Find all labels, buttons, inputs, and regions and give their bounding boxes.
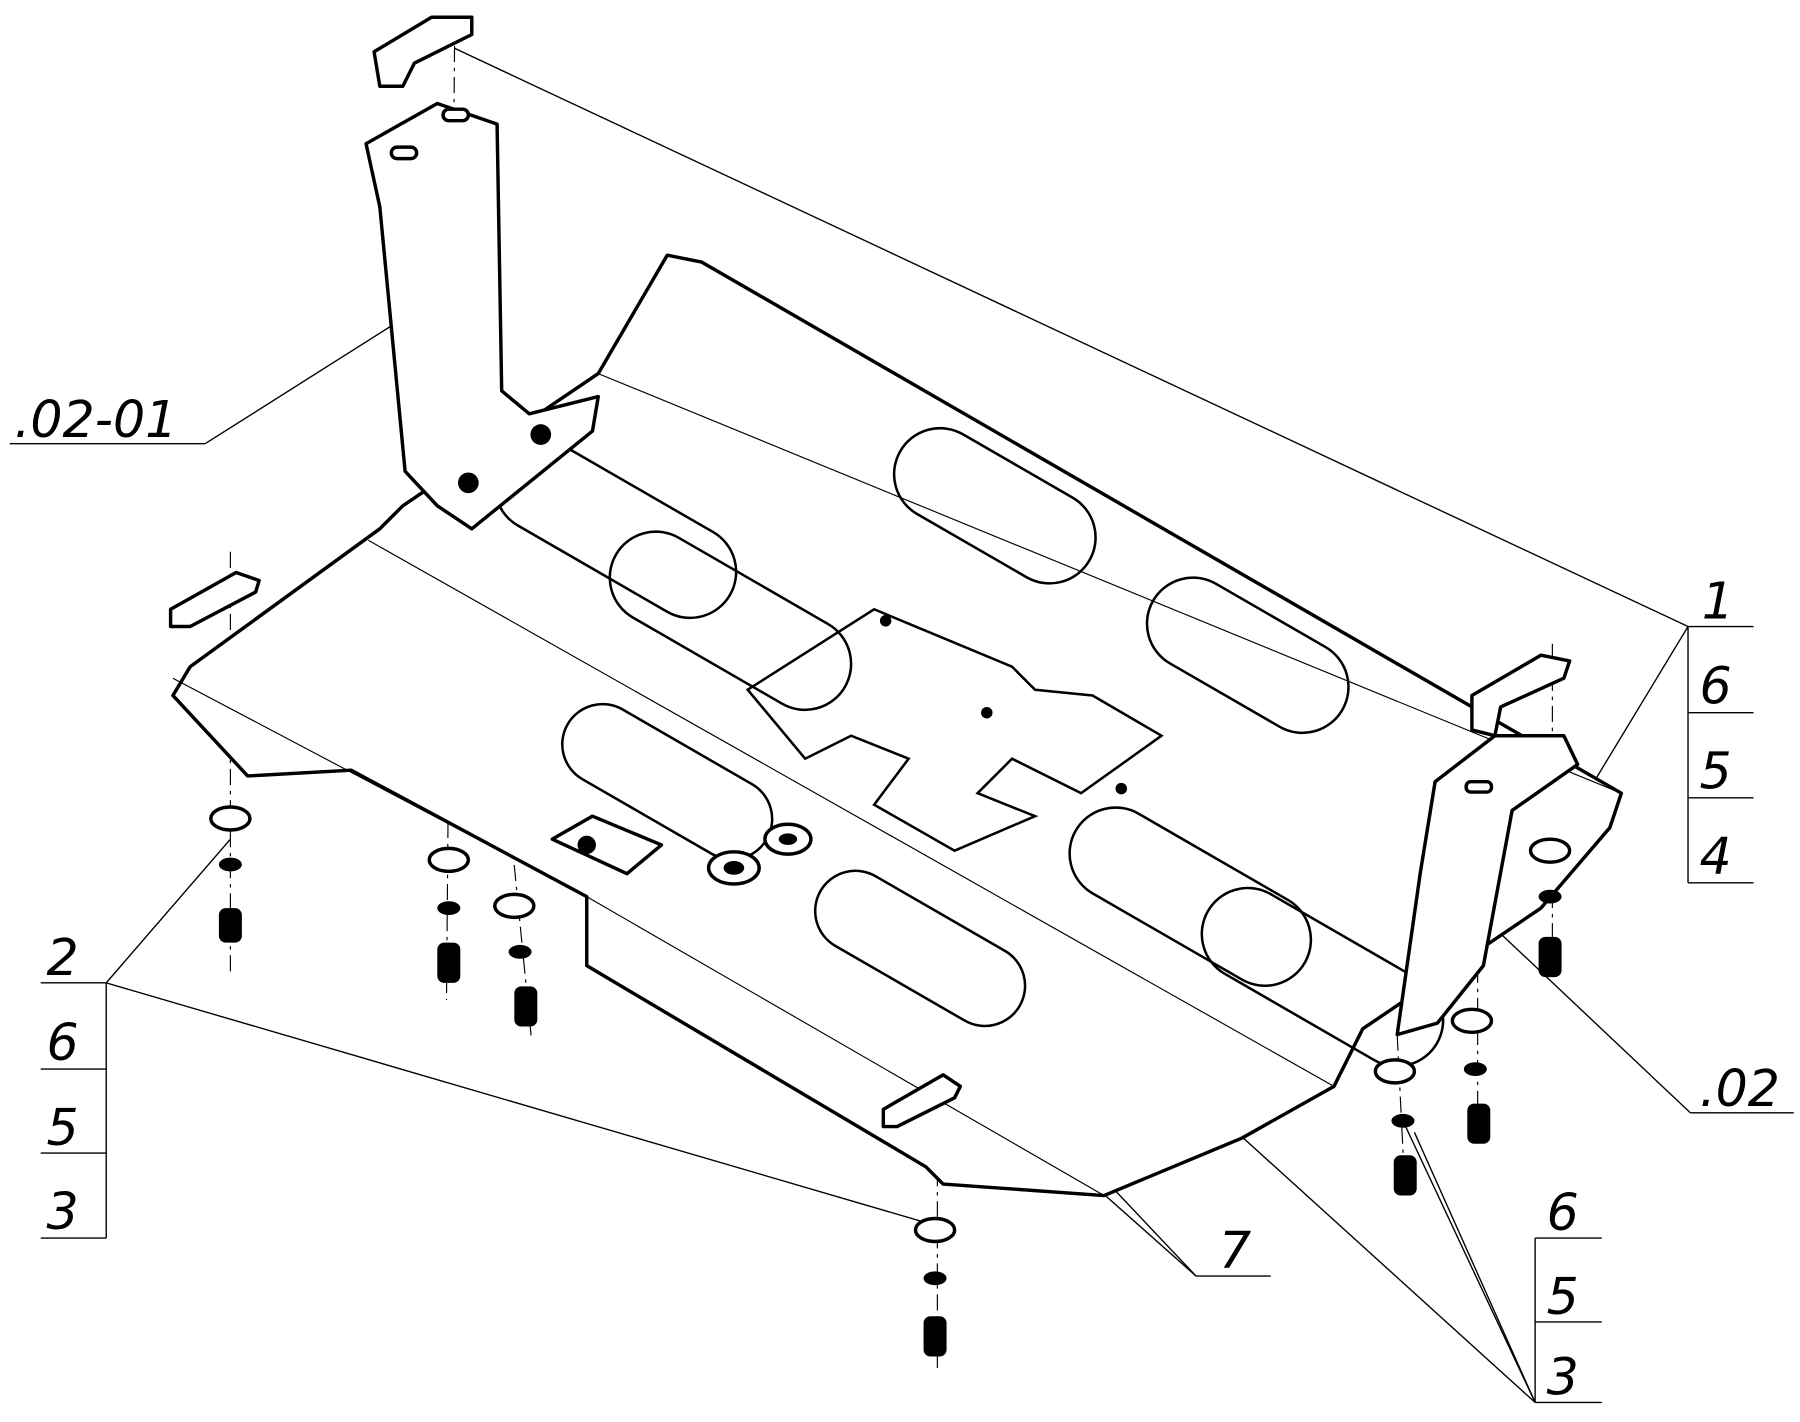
fastener-set	[493, 892, 538, 1027]
callout-2: 2	[46, 928, 78, 987]
fastener-set	[1450, 1007, 1494, 1144]
bracket-right	[1395, 653, 1580, 1037]
callout-bottom-right: 6 5 3	[1534, 1183, 1602, 1406]
fasteners	[209, 805, 1572, 1357]
fastener-set	[913, 1216, 957, 1357]
callout-4: 4	[1700, 827, 1732, 886]
callout-5: 5	[1547, 1267, 1579, 1326]
fastener-set	[1373, 1058, 1417, 1196]
callout-6: 6	[46, 1013, 78, 1072]
fastener-set	[209, 805, 252, 943]
clips	[168, 570, 963, 1129]
callout-5: 5	[46, 1098, 78, 1157]
bracket-left	[364, 15, 600, 531]
callout-1: 1	[1702, 571, 1734, 630]
fastener-set	[427, 846, 471, 983]
callout-6: 6	[1547, 1183, 1579, 1242]
callout-3: 3	[46, 1182, 78, 1241]
callout-5: 5	[1700, 742, 1732, 801]
skid-plate	[171, 253, 1624, 1198]
callout-bracket-left: .02-01	[14, 390, 177, 449]
callout-bracket-right: .02	[1700, 1059, 1780, 1118]
callout-left: 2 6 5 3	[40, 928, 107, 1241]
fastener-set	[1528, 837, 1572, 978]
nut-7	[706, 822, 813, 886]
callout-6: 6	[1700, 657, 1732, 716]
callout-top-right: 1 6 5 4	[1687, 571, 1754, 886]
callout-7: 7	[1219, 1221, 1251, 1280]
callout-3: 3	[1547, 1347, 1579, 1406]
